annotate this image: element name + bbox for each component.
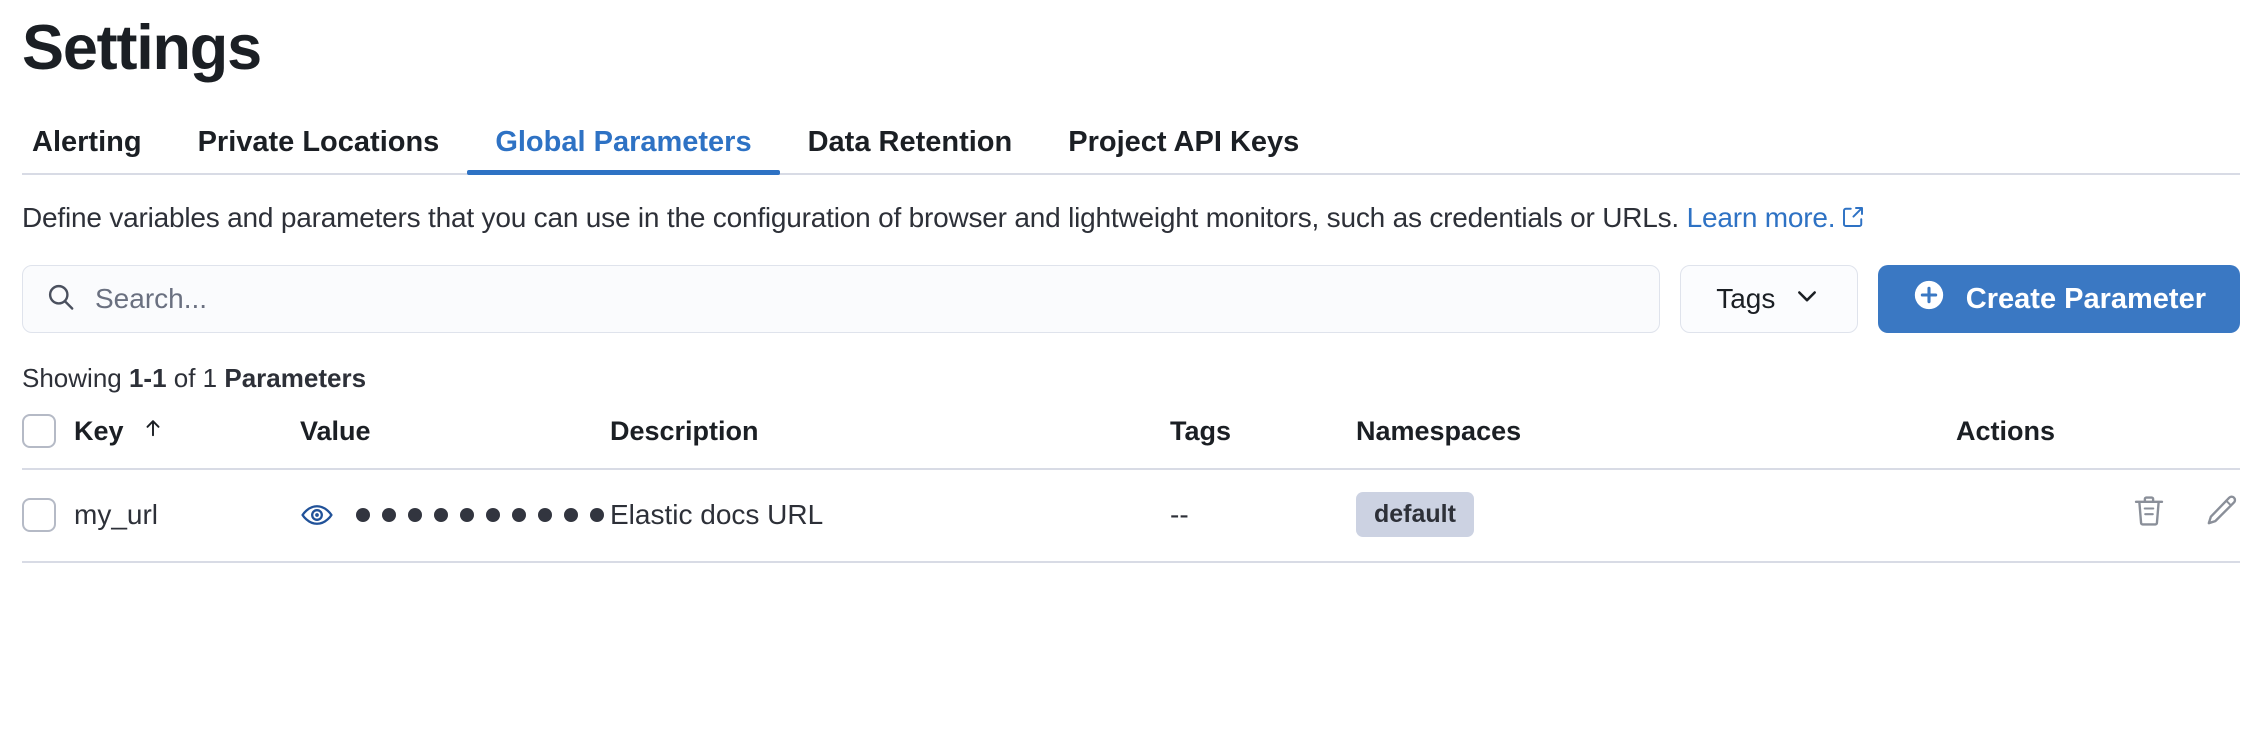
row-tags: -- [1170,469,1356,564]
learn-more-link[interactable]: Learn more. [1687,202,1866,233]
row-key: my_url [74,469,300,564]
tab-project-api-keys[interactable]: Project API Keys [1068,126,1300,159]
column-header-description[interactable]: Description [610,408,1170,471]
column-header-namespaces[interactable]: Namespaces [1356,408,1956,471]
row-description: Elastic docs URL [610,469,1170,564]
external-link-icon [1841,203,1865,237]
row-value-cell [300,469,610,564]
row-actions-cell [1956,469,2240,564]
table-row: my_url Elastic docs URL [22,469,2240,564]
create-parameter-label: Create Parameter [1965,282,2206,315]
column-header-key-label: Key [74,415,124,446]
table-body: my_url Elastic docs URL [22,469,2240,564]
results-range: 1-1 [128,363,167,394]
create-parameter-button[interactable]: Create Parameter [1877,265,2240,334]
edit-icon[interactable] [2202,492,2240,530]
page-title: Settings [22,13,262,83]
namespace-badge: default [1356,492,1474,538]
eye-icon[interactable] [300,498,334,532]
results-entity: Parameters [224,363,367,394]
plus-circle-icon [1912,278,1946,320]
tags-filter-button[interactable]: Tags [1679,265,1858,334]
tags-filter-label: Tags [1716,283,1776,315]
row-select-cell [22,469,74,564]
tab-private-locations[interactable]: Private Locations [197,126,440,159]
parameters-table: Key Value Description Tags Namespaces Ac… [22,408,2240,564]
row-namespaces-cell: default [1356,469,1956,564]
results-middle: of 1 [166,363,225,394]
column-header-actions: Actions [1956,408,2240,471]
tab-data-retention[interactable]: Data Retention [807,126,1013,159]
learn-more-label: Learn more. [1686,202,1836,234]
row-checkbox[interactable] [22,498,56,533]
delete-icon[interactable] [2130,492,2168,530]
arrow-up-icon [141,416,165,447]
masked-dots [356,507,604,522]
filter-toolbar: Tags Create Parameter [22,265,2240,334]
results-count: Showing 1-1 of 1 Parameters [22,363,2240,394]
column-header-key[interactable]: Key [74,408,300,471]
table-header-row: Key Value Description Tags Namespaces Ac… [22,408,2240,471]
tab-global-parameters[interactable]: Global Parameters [467,128,780,176]
page-description: Define variables and parameters that you… [22,201,2207,237]
settings-tabs: Alerting Private Locations Global Parame… [22,117,2240,176]
search-icon [45,281,77,318]
select-all-checkbox[interactable] [22,414,56,449]
results-prefix: Showing [22,363,129,394]
table-header: Key Value Description Tags Namespaces Ac… [22,408,2240,471]
chevron-down-icon [1793,282,1821,317]
tab-alerting[interactable]: Alerting [32,126,142,159]
search-box[interactable] [22,265,1660,334]
column-header-select [22,408,74,471]
masked-value [300,498,610,532]
column-header-tags[interactable]: Tags [1170,408,1356,471]
column-header-value[interactable]: Value [300,408,610,471]
search-input[interactable] [95,283,1637,316]
description-text: Define variables and parameters that you… [22,202,1680,234]
